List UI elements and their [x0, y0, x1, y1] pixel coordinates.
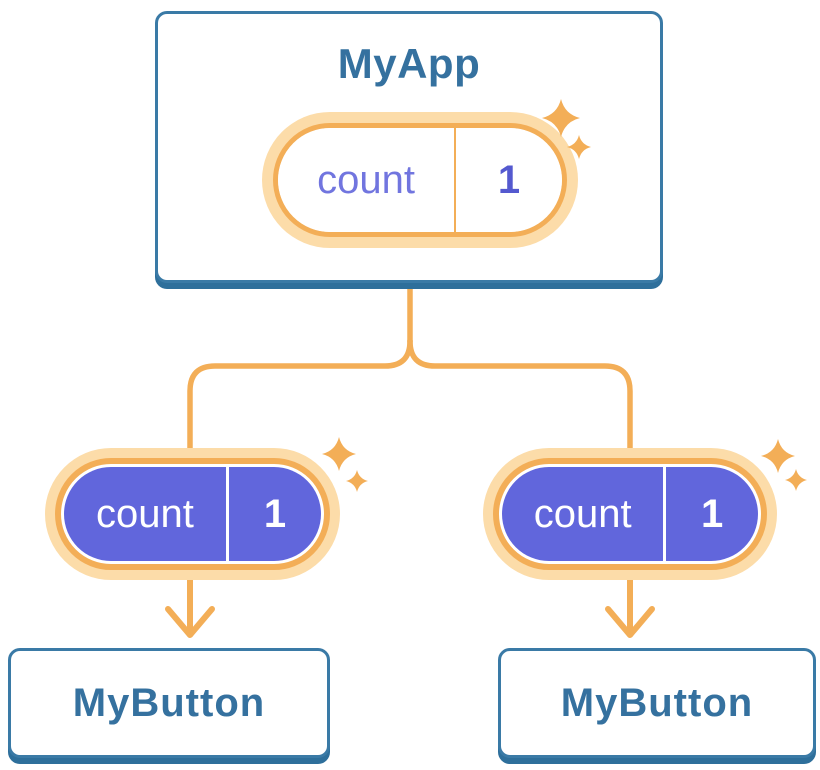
tree-branch-right-line [407, 338, 633, 458]
prop-value: 1 [663, 467, 758, 561]
arrow-down-left-icon [165, 569, 215, 638]
prop-pill-right: count 1 [483, 448, 777, 580]
mybutton-card-left: MyButton [8, 648, 330, 758]
myapp-title: MyApp [337, 40, 481, 87]
prop-label: count [533, 491, 632, 536]
sparkle-icon [322, 437, 368, 492]
prop-pill-left: count 1 [45, 448, 340, 580]
state-label: count [317, 157, 415, 202]
mybutton-title: MyButton [560, 680, 754, 725]
prop-pill-ring: count 1 [493, 458, 767, 570]
prop-pill-body: count 1 [502, 467, 758, 561]
state-pill-ring: count 1 [273, 123, 567, 237]
prop-label: count [96, 491, 194, 536]
mybutton-card-right: MyButton [498, 648, 816, 758]
prop-pill-ring: count 1 [55, 458, 330, 570]
sparkle-icon [542, 99, 591, 159]
state-pill-myapp: count 1 [262, 112, 578, 248]
prop-value: 1 [225, 467, 321, 561]
prop-pill-body: count 1 [64, 467, 321, 561]
tree-branch-left-line [187, 338, 413, 458]
state-value: 1 [454, 128, 562, 232]
mybutton-title: MyButton [72, 680, 266, 725]
state-pill-body: count 1 [278, 128, 562, 232]
sparkle-icon [761, 439, 807, 491]
arrow-down-right-icon [605, 569, 655, 638]
